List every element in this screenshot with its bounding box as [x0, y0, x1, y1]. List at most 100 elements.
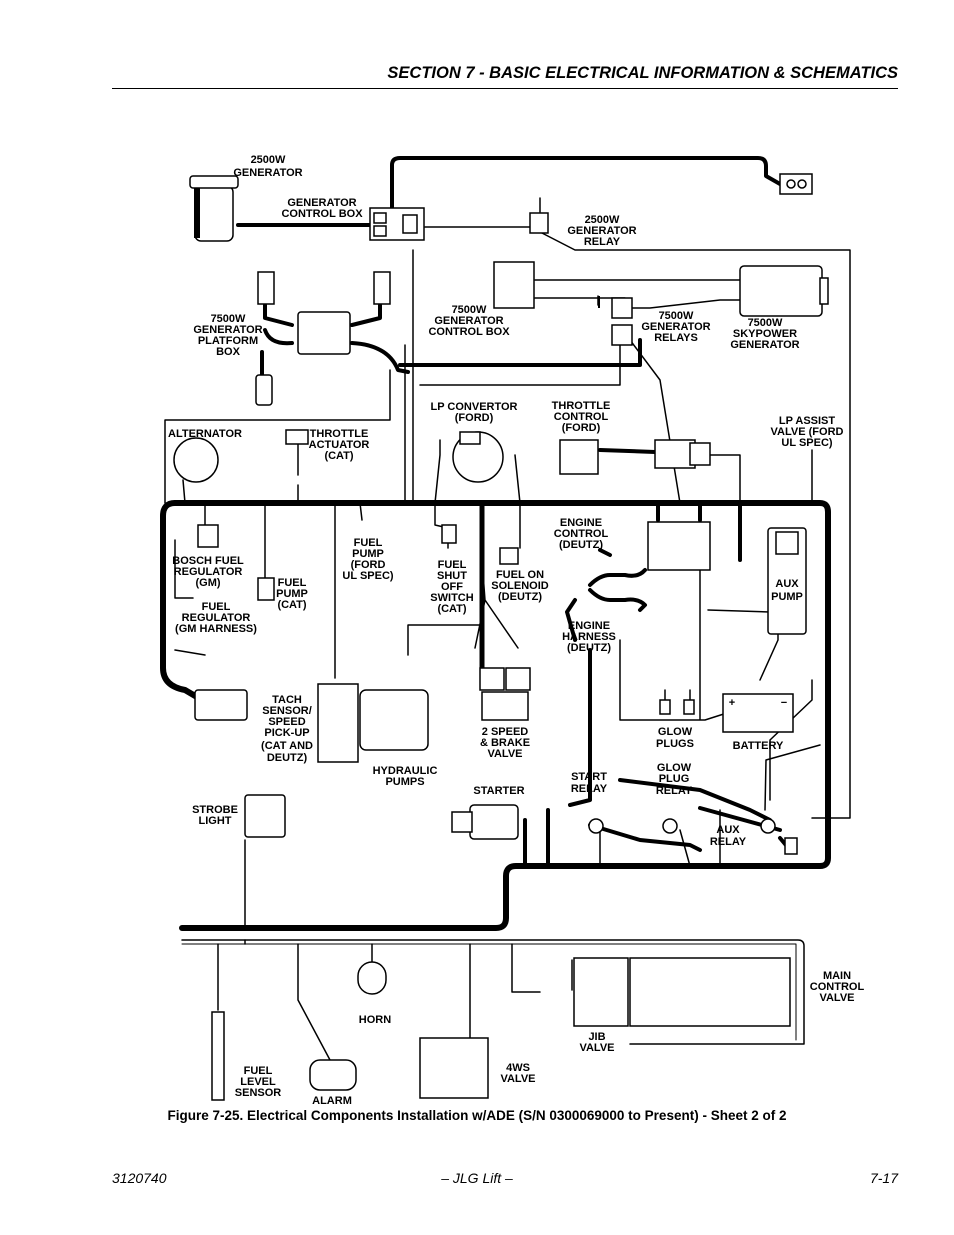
label-battery: BATTERY — [733, 740, 784, 752]
lp-assist-lead — [709, 449, 813, 504]
label-starter: STARTER — [473, 785, 524, 797]
fuel-level-shape — [211, 1011, 225, 1101]
throttle-actuator-shape — [285, 429, 309, 445]
fuel-pump-cat-shape — [257, 577, 275, 601]
gen2500-cap — [189, 175, 239, 189]
bosch-reg-shape — [197, 524, 219, 548]
engine-control-shape — [647, 521, 711, 571]
platform-box-left — [260, 303, 294, 379]
gen7500-relay-2 — [611, 324, 633, 346]
branch-2speed — [407, 559, 519, 656]
tach-sensor-shape — [317, 683, 359, 763]
platform-switch-2 — [373, 271, 391, 305]
gen2500-circuit — [390, 156, 782, 227]
battery-shape — [722, 693, 794, 733]
gen-right-lines — [424, 226, 851, 819]
section-title: SECTION 7 - BASIC ELECTRICAL INFORMATION… — [387, 64, 898, 82]
relay-thin — [599, 809, 721, 867]
two-speed-shape — [481, 691, 529, 721]
gen7500-lines — [534, 279, 741, 504]
aux-relay-shape — [760, 818, 776, 834]
hydraulic-pump-shape — [359, 689, 429, 751]
battery-minus-sign: − — [781, 697, 787, 709]
platform-lower-line — [164, 344, 406, 504]
throttle-control-lead — [598, 448, 657, 454]
throttle-control-shape — [559, 439, 599, 475]
label-lp-convertor: LP CONVERTOR(FORD) — [431, 401, 518, 424]
branch-bosch — [174, 502, 206, 656]
glow-plug-2 — [683, 699, 695, 715]
glow-plug-relay-shape — [662, 818, 678, 834]
gen2500-relay-shape — [529, 212, 549, 234]
main-control-valve-shape — [629, 957, 791, 1027]
alarm-shape — [309, 1059, 357, 1091]
engine-harness-wires — [565, 548, 647, 642]
platform-box-shape — [297, 311, 351, 355]
label-alternator: ALTERNATOR — [168, 428, 242, 440]
footer-page-number: 7-17 — [869, 1170, 898, 1186]
gen7500-thick — [398, 338, 642, 367]
platform-box-right — [350, 303, 410, 374]
lp-assist-shape — [654, 439, 696, 469]
strobe-shape — [244, 794, 286, 838]
bottom-drops — [217, 943, 573, 1061]
glow-plug-1 — [659, 699, 671, 715]
label-alarm: ALARM — [312, 1095, 352, 1107]
alternator-lead — [182, 439, 299, 504]
fuel-shutoff-shape — [441, 524, 457, 544]
footer-publisher: – JLG Lift – — [441, 1170, 513, 1186]
header-rule — [112, 88, 898, 89]
relay-harness — [523, 648, 792, 868]
harness-left-drop — [160, 500, 205, 703]
platform-plug — [255, 374, 273, 406]
label-horn: HORN — [359, 1014, 391, 1026]
gen7500-relay-1 — [611, 297, 633, 319]
lp-lines — [434, 439, 521, 504]
footer-doc-number: 3120740 — [112, 1170, 167, 1186]
fuel-on-solenoid-shape — [499, 547, 519, 565]
engine-control-leads — [656, 501, 742, 562]
gen7500-control-box-shape — [493, 261, 535, 309]
skypower-shape — [739, 265, 823, 317]
lower-bus-inner — [181, 943, 797, 1041]
branch-fuel-pump-ford — [334, 502, 363, 679]
plate-left — [194, 689, 248, 721]
main-harness — [172, 500, 831, 931]
battery-plus-sign: + — [729, 697, 735, 709]
alternator-shape — [173, 437, 219, 483]
ws4-shape — [419, 1037, 489, 1099]
gen-mid-rail — [412, 197, 621, 504]
lower-bus — [181, 939, 805, 1045]
outlet-2500 — [779, 173, 813, 195]
